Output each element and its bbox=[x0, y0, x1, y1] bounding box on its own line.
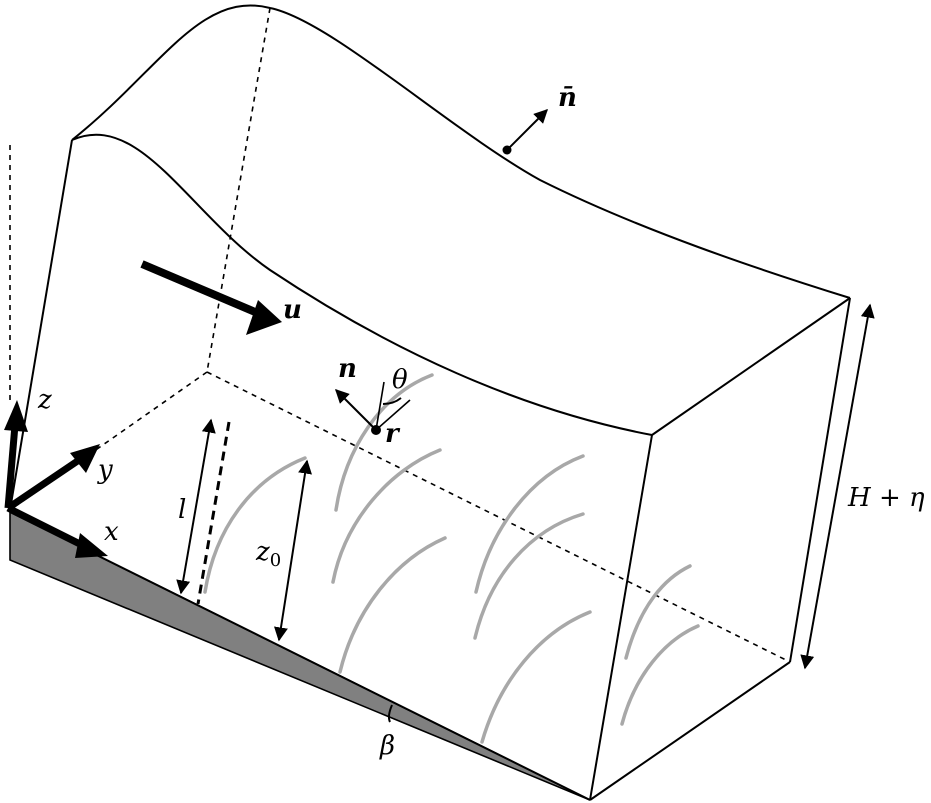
surface-normal-label: n̄ bbox=[558, 83, 577, 113]
depth-arrow bbox=[800, 303, 875, 670]
position-label: r bbox=[385, 419, 401, 449]
hidden-edges bbox=[9, 7, 791, 663]
slope-angle-label: β bbox=[379, 731, 395, 761]
depth-label: H + η bbox=[847, 483, 925, 513]
blade-extended-line bbox=[196, 421, 231, 605]
angle-arc bbox=[382, 397, 402, 405]
z-axis-label: z bbox=[37, 385, 52, 415]
angle-label: θ bbox=[392, 365, 408, 395]
surface-normal-arrow bbox=[506, 109, 548, 151]
canopy-height-label: z0 bbox=[255, 537, 281, 571]
blade-normal-label: n bbox=[338, 354, 357, 384]
flow-velocity-arrow bbox=[140, 260, 282, 335]
blade-tangent-line bbox=[375, 381, 385, 431]
blade-length-label: l bbox=[178, 495, 186, 525]
flow-volume-edges bbox=[9, 4, 851, 801]
flow-velocity-label: u bbox=[283, 295, 302, 325]
x-axis-label: x bbox=[104, 517, 119, 547]
y-axis-label: y bbox=[97, 455, 113, 485]
blade-normal-arrow bbox=[335, 389, 377, 431]
blade-reference-line bbox=[375, 399, 411, 431]
slope-angle-mark bbox=[387, 704, 393, 723]
blade-length-arrow bbox=[176, 418, 216, 595]
coordinate-axes bbox=[4, 400, 108, 558]
canopy-height-arrow bbox=[274, 459, 312, 642]
